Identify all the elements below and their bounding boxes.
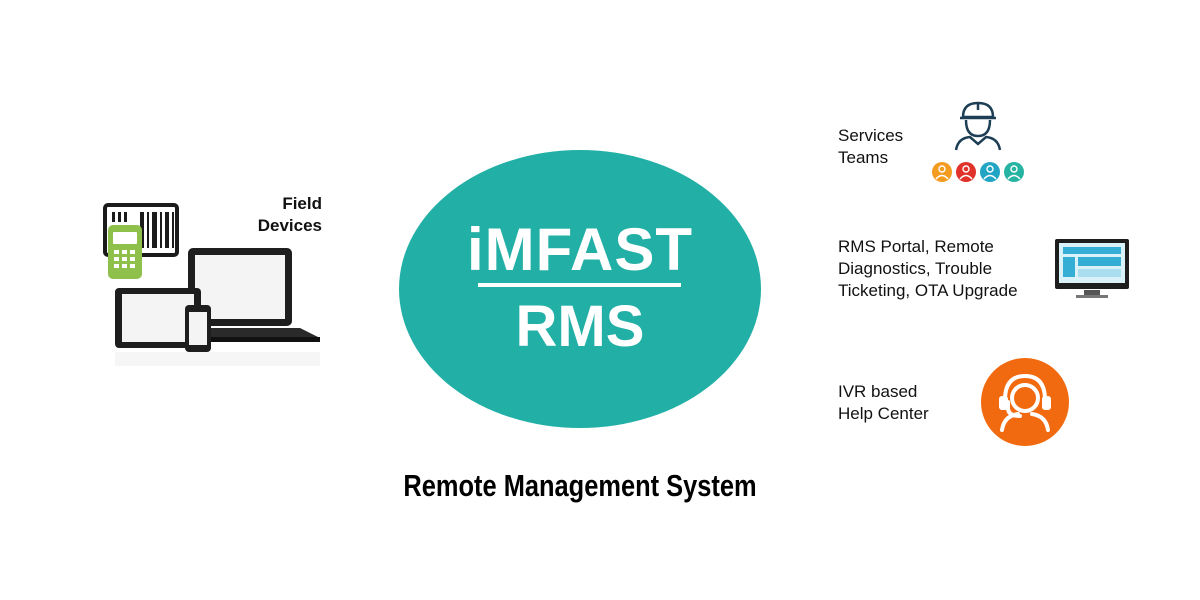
- services-teams-label: Services Teams: [838, 125, 948, 169]
- portal-line1: RMS Portal, Remote: [838, 237, 994, 256]
- field-devices-label: Field Devices: [220, 193, 322, 237]
- handheld-terminal-icon: [108, 225, 142, 279]
- ivr-help-center-label: IVR based Help Center: [838, 381, 978, 425]
- hub-title: iMFAST: [467, 216, 693, 283]
- field-devices-label-line1: Field: [282, 194, 322, 213]
- monitor-icon: [1055, 239, 1129, 298]
- services-label-line1: Services: [838, 126, 904, 145]
- portal-line2: Diagnostics, Trouble: [838, 259, 993, 278]
- headset-agent-icon: [981, 358, 1069, 446]
- tablet-icon: [115, 288, 201, 348]
- diagram-caption: Remote Management System: [403, 468, 757, 503]
- field-devices-illustration: [103, 203, 320, 366]
- smartphone-icon: [185, 305, 211, 352]
- hub-divider: [478, 283, 681, 287]
- field-devices-label-line2: Devices: [257, 216, 322, 235]
- portal-line3: Ticketing, OTA Upgrade: [838, 281, 1018, 300]
- rms-portal-label: RMS Portal, Remote Diagnostics, Trouble …: [838, 236, 1038, 302]
- ivr-line1: IVR based: [838, 382, 918, 401]
- engineer-icon: [954, 101, 1002, 151]
- services-teams-illustration: [932, 101, 1024, 182]
- team-member-icons: [932, 162, 1024, 182]
- hub-subtitle: RMS: [515, 294, 645, 359]
- ivr-line2: Help Center: [838, 404, 929, 423]
- rms-hub-oval: [399, 150, 761, 428]
- services-label-line2: Teams: [838, 148, 889, 167]
